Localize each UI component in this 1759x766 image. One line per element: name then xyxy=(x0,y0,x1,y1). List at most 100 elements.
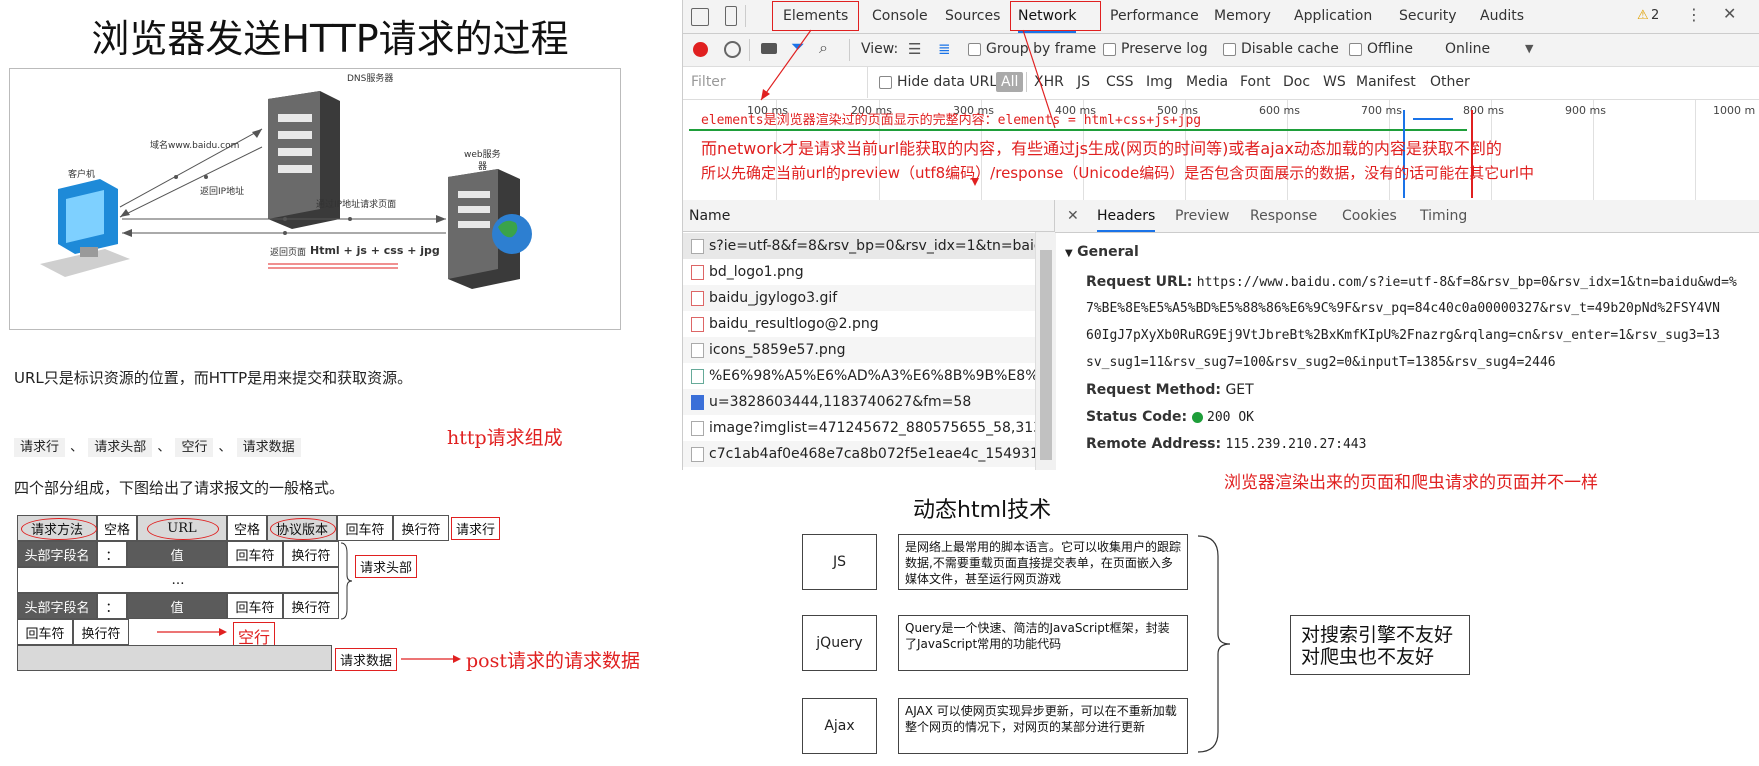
group-by-frame-option[interactable]: Group by frame xyxy=(968,41,1096,57)
disable-cache-option[interactable]: Disable cache xyxy=(1223,41,1339,57)
tab-memory[interactable]: Memory xyxy=(1214,8,1271,24)
column-header-name[interactable]: Name xyxy=(683,200,1055,232)
request-row[interactable]: icons_5859e57.png xyxy=(683,337,1035,363)
filter-type-all[interactable]: All xyxy=(996,72,1024,92)
request-row[interactable]: baidu_jgylogo3.gif xyxy=(683,285,1035,311)
screenshot-icon[interactable] xyxy=(761,43,777,54)
timeline-tick: 300 ms xyxy=(953,104,994,117)
overview-icon[interactable]: ≣ xyxy=(938,40,951,58)
general-section-toggle[interactable]: ▼ General xyxy=(1065,244,1139,260)
timeline-load-bar xyxy=(689,129,1467,131)
tab-cookies[interactable]: Cookies xyxy=(1342,208,1397,224)
image-file-icon xyxy=(691,369,704,384)
request-page-label: 通过IP地址请求页面 xyxy=(316,200,397,210)
tab-application[interactable]: Application xyxy=(1294,8,1373,24)
tab-elements[interactable]: Elements xyxy=(783,8,849,24)
tab-preview[interactable]: Preview xyxy=(1175,208,1230,224)
cell-lf: 换行符 xyxy=(283,541,339,567)
more-menu-icon[interactable]: ⋮ xyxy=(1686,5,1702,24)
preserve-log-checkbox[interactable] xyxy=(1103,42,1116,56)
close-detail-icon[interactable]: ✕ xyxy=(1067,208,1079,224)
timeline-tick: 400 ms xyxy=(1055,104,1096,117)
device-toolbar-icon[interactable] xyxy=(725,6,737,26)
hide-data-urls-option[interactable]: Hide data URLs xyxy=(879,74,1004,90)
cell-cr: 回车符 xyxy=(17,619,73,645)
client-computer-icon xyxy=(40,179,130,277)
hide-data-urls-checkbox[interactable] xyxy=(879,75,892,89)
inspect-icon[interactable] xyxy=(691,8,709,26)
tab-response[interactable]: Response xyxy=(1250,208,1318,224)
web-server-label: web服务 xyxy=(464,150,501,160)
request-row[interactable]: u=3828603444,1183740627&fm=58 xyxy=(683,389,1035,415)
filter-type-doc[interactable]: Doc xyxy=(1283,74,1311,90)
group-by-frame-checkbox[interactable] xyxy=(968,42,981,56)
filter-type-font[interactable]: Font xyxy=(1240,74,1271,90)
tab-divider xyxy=(745,5,746,27)
request-row[interactable]: bd_logo1.png xyxy=(683,259,1035,285)
timeline-gridline xyxy=(1695,100,1696,200)
filter-placeholder: Filter xyxy=(691,74,726,90)
image-file-icon xyxy=(691,343,704,358)
filter-type-ws[interactable]: WS xyxy=(1323,74,1346,90)
filter-type-other[interactable]: Other xyxy=(1430,74,1470,90)
cell-lf: 换行符 xyxy=(283,593,339,619)
tab-audits[interactable]: Audits xyxy=(1480,8,1525,24)
filter-type-img[interactable]: Img xyxy=(1146,74,1173,90)
arrow-to-empty-line xyxy=(157,628,227,636)
filter-type-js[interactable]: JS xyxy=(1077,74,1091,90)
warning-icon[interactable]: ⚠ xyxy=(1637,8,1649,23)
clear-icon[interactable] xyxy=(724,41,741,58)
close-devtools-icon[interactable]: ✕ xyxy=(1723,4,1737,23)
filter-input[interactable] xyxy=(683,67,868,98)
tab-performance[interactable]: Performance xyxy=(1110,8,1199,24)
filter-funnel-icon[interactable]: ⏷ xyxy=(791,37,805,57)
filter-type-css[interactable]: CSS xyxy=(1106,74,1134,90)
url-note: URL只是标识资源的位置，而HTTP是用来提交和获取资源。 xyxy=(14,369,413,387)
tab-timing[interactable]: Timing xyxy=(1420,208,1468,224)
preserve-log-option[interactable]: Preserve log xyxy=(1103,41,1208,57)
tab-console[interactable]: Console xyxy=(872,8,928,24)
warning-count: 2 xyxy=(1651,8,1660,23)
label-request-data: 请求数据 xyxy=(335,648,398,671)
tech-group-brace xyxy=(1197,535,1231,753)
tab-headers[interactable]: Headers xyxy=(1097,200,1156,232)
tab-security[interactable]: Security xyxy=(1399,8,1457,24)
filter-type-manifest[interactable]: Manifest xyxy=(1356,74,1416,90)
image-file-icon xyxy=(691,265,704,280)
scrollbar-thumb[interactable] xyxy=(1040,250,1052,460)
chevron-down-icon[interactable]: ▼ xyxy=(1525,42,1534,55)
request-row[interactable]: s?ie=utf-8&f=8&rsv_bp=0&rsv_idx=1&tn=bai… xyxy=(683,233,1035,259)
large-rows-icon[interactable]: ☰ xyxy=(908,40,922,58)
cell-space: 空格 xyxy=(97,515,137,541)
offline-checkbox[interactable] xyxy=(1349,42,1362,56)
cell-cr: 回车符 xyxy=(227,541,283,567)
cell-cr: 回车符 xyxy=(337,515,393,541)
request-row[interactable]: image?imglist=471245672_880575655_58,313… xyxy=(683,415,1035,441)
header-brace xyxy=(340,542,353,620)
tab-network[interactable]: Network xyxy=(1018,0,1077,33)
filter-type-media[interactable]: Media xyxy=(1186,74,1229,90)
offline-option[interactable]: Offline xyxy=(1349,41,1413,57)
timeline-request-bar xyxy=(1413,118,1453,120)
timeline-overview[interactable] xyxy=(683,100,1759,201)
request-url-line: 7%BE%8E%E5%A5%BD%E5%88%86%E6%9C%9F&rsv_p… xyxy=(1086,301,1720,316)
throttling-select[interactable]: Online xyxy=(1445,41,1491,57)
record-icon[interactable] xyxy=(693,42,708,57)
tab-sources[interactable]: Sources xyxy=(945,8,1001,24)
tech-box-jquery: jQuery xyxy=(802,615,877,671)
web-server-icon xyxy=(448,169,532,289)
cell-value: 值 xyxy=(127,541,227,567)
unfriendly-result-box: 对搜索引擎不友好 对爬虫也不友好 xyxy=(1290,615,1470,675)
search-icon[interactable]: ⌕ xyxy=(819,38,828,57)
annotation-network: 而network才是请求当前url能获取的内容，有些通过js生成(网页的时间等)… xyxy=(701,139,1502,158)
request-row[interactable]: baidu_resultlogo@2.png xyxy=(683,311,1035,337)
timeline-tick: 900 ms xyxy=(1565,104,1606,117)
domain-label: 域名www.baidu.com xyxy=(150,141,240,151)
annotation-preview-response: 所以先确定当前url的preview（utf8编码）/response（Unic… xyxy=(701,164,1535,182)
request-list-scrollbar[interactable] xyxy=(1035,232,1056,470)
triangle-down-icon: ▼ xyxy=(1065,248,1073,259)
client-label: 客户机 xyxy=(68,170,96,180)
request-row[interactable]: %E6%98%A5%E6%AD%A3%E6%8B%9B%E8%81. xyxy=(683,363,1035,389)
disable-cache-checkbox[interactable] xyxy=(1223,42,1236,56)
request-row[interactable]: c7c1ab4af0e468e7ca8b072f5e1eae4c_1549314… xyxy=(683,441,1035,467)
